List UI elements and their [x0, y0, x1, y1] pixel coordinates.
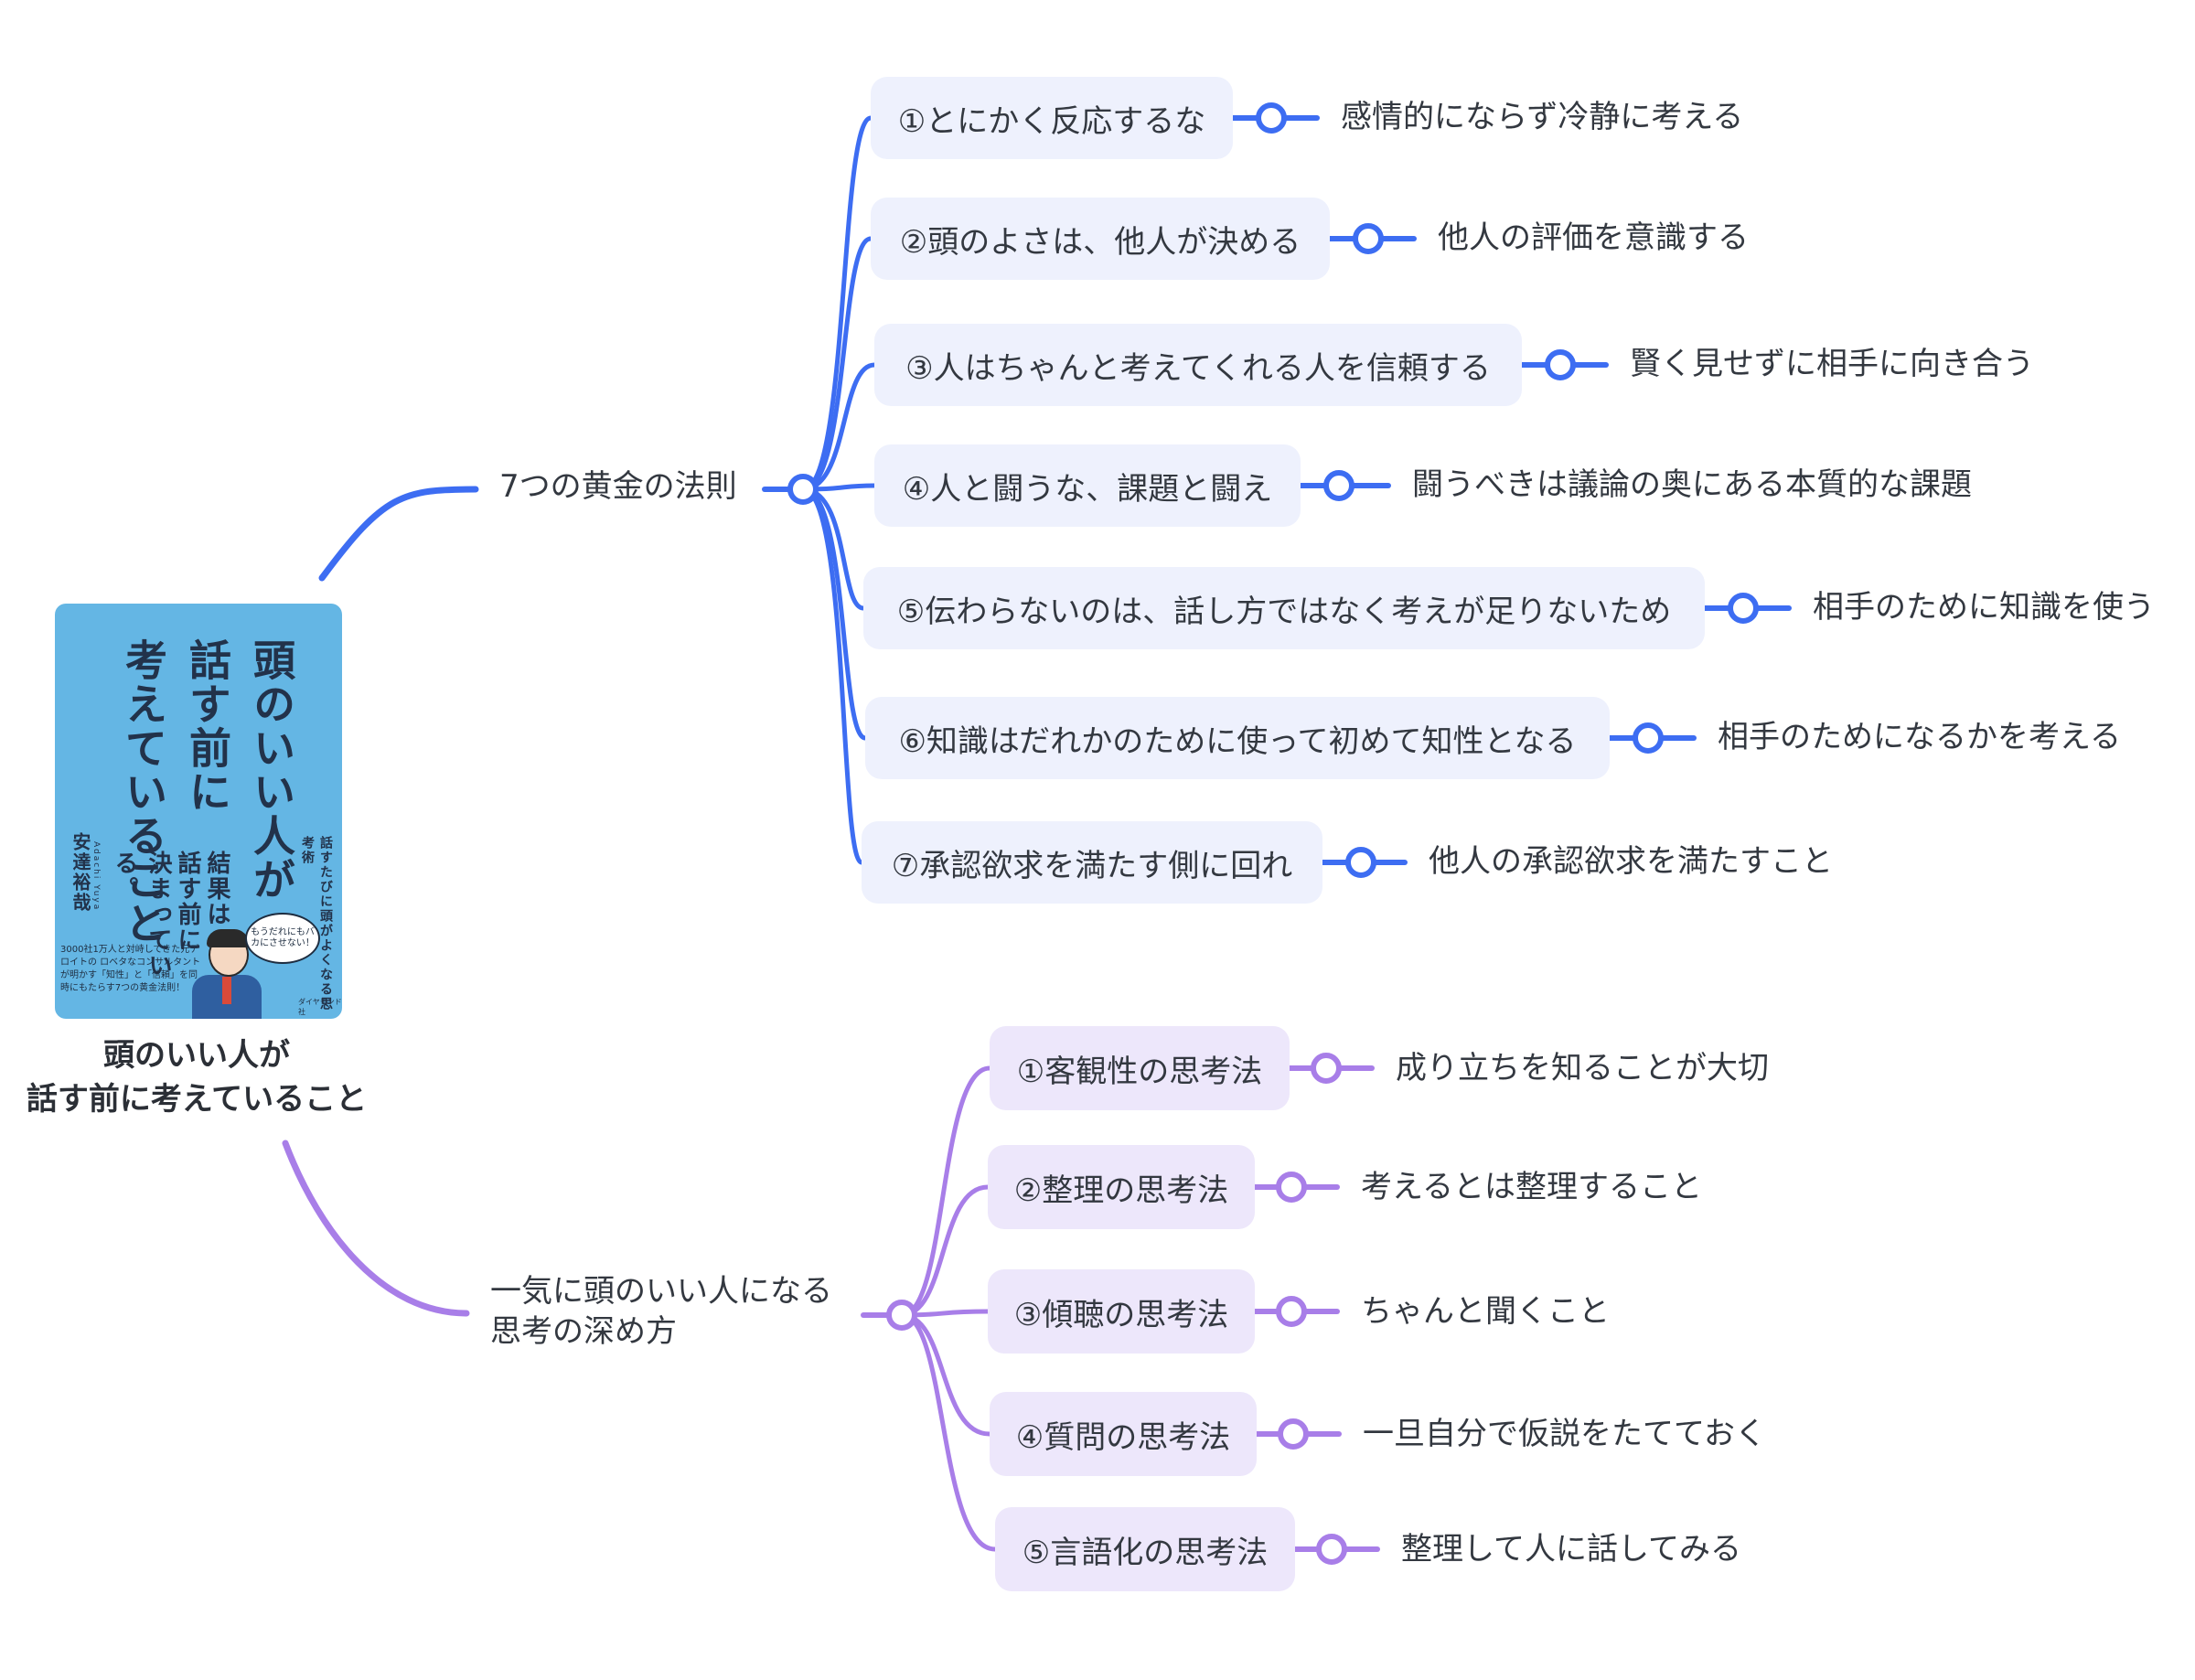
rule-node-2[interactable]: ②頭のよさは、他人が決める [871, 198, 1330, 280]
method-note-1[interactable]: 成り立ちを知ることが大切 [1396, 1050, 1769, 1086]
method-note-hub-4[interactable] [1278, 1418, 1309, 1450]
branch-label-line1: 一気に頭のいい人になる [490, 1273, 832, 1310]
rule-link-1 [800, 115, 873, 492]
root-node-title[interactable]: 頭のいい人が 話す前に考えていること [0, 1033, 393, 1121]
book-cover-title-col3: 考えていること [119, 638, 168, 946]
book-cover-publisher: ダイヤモンド社 [298, 998, 342, 1016]
rule-node-6[interactable]: ⑥知識はだれかのために使って初めて知性となる [865, 697, 1610, 779]
method-note-4[interactable]: 一旦自分で仮説をたてておく [1363, 1416, 1766, 1452]
rule-note-hub-7[interactable] [1345, 847, 1376, 878]
person-illustration-tie [222, 977, 231, 1004]
rule-note-2[interactable]: 他人の評価を意識する [1438, 219, 1749, 256]
book-cover-tagline: 3000社1万人と対峙してきた元デロイトの ロベタなコンサルタント が明かす「知… [60, 945, 201, 993]
rule-note-7[interactable]: 他人の承認欲求を満たすこと [1429, 843, 1833, 880]
method-node-4[interactable]: ④質問の思考法 [990, 1392, 1257, 1476]
book-cover-title-col1: 頭のいい人が [247, 638, 296, 902]
book-cover-subtitle-col2: 話す前に [174, 851, 201, 953]
book-cover-title-col2: 話す前に [183, 638, 232, 814]
branch-label-deep-thinking[interactable]: 一気に頭のいい人になる 思考の深め方 [490, 1271, 832, 1352]
method-note-hub-5[interactable] [1316, 1534, 1347, 1565]
rule-node-3[interactable]: ③人はちゃんと考えてくれる人を信頼する [874, 324, 1522, 406]
branch-label-golden-rules[interactable]: 7つの黄金の法則 [499, 468, 737, 505]
rule-note-1[interactable]: 感情的にならず冷静に考える [1341, 99, 1744, 135]
rule-note-hub-2[interactable] [1353, 223, 1384, 254]
method-node-2[interactable]: ②整理の思考法 [988, 1145, 1255, 1229]
rule-node-1[interactable]: ①とにかく反応するな [871, 77, 1233, 159]
root-title-line2: 話す前に考えていること [26, 1081, 368, 1118]
method-note-2[interactable]: 考えるとは整理すること [1361, 1169, 1702, 1205]
rule-node-4[interactable]: ④人と闘うな、課題と闘え [874, 444, 1301, 527]
method-note-hub-1[interactable] [1311, 1053, 1342, 1084]
book-cover-author: 安達裕哉 [70, 832, 91, 913]
method-note-hub-3[interactable] [1276, 1296, 1307, 1327]
person-illustration-hair [207, 929, 249, 947]
method-node-1[interactable]: ①客観性の思考法 [990, 1026, 1290, 1110]
rule-node-5[interactable]: ⑤伝わらないのは、話し方ではなく考えが足りないため [863, 567, 1705, 649]
rule-note-hub-5[interactable] [1728, 593, 1759, 624]
root-link-deep-thinking [282, 1140, 470, 1317]
method-node-3[interactable]: ③傾聴の思考法 [988, 1269, 1255, 1354]
deep-thinking-hub[interactable] [886, 1300, 917, 1331]
book-cover-side-text: 話すたびに頭がよくなる思考術 [300, 836, 333, 1011]
rule-note-5[interactable]: 相手のために知識を使う [1813, 589, 2155, 626]
book-cover-subtitle-col1: 結果は [203, 851, 230, 927]
rule-link-2 [800, 236, 873, 492]
rule-node-7[interactable]: ⑦承認欲求を満たす側に回れ [862, 821, 1322, 904]
method-link-5 [899, 1312, 998, 1552]
rule-link-7 [800, 487, 864, 865]
method-note-5[interactable]: 整理して人に話してみる [1401, 1531, 1741, 1568]
rule-note-hub-3[interactable] [1545, 349, 1576, 380]
book-cover-subtitle-col3: 決まっている。 [111, 851, 172, 979]
rule-note-hub-6[interactable] [1633, 722, 1664, 754]
root-link-golden-rules [318, 486, 479, 582]
rule-note-4[interactable]: 闘うべきは議論の奥にある本質的な課題 [1412, 466, 1972, 503]
rule-note-6[interactable]: 相手のためになるかを考える [1718, 719, 2121, 755]
rule-note-hub-1[interactable] [1256, 102, 1287, 134]
method-link-1 [899, 1065, 992, 1318]
root-title-line1: 頭のいい人が [103, 1037, 290, 1074]
method-node-5[interactable]: ⑤言語化の思考法 [995, 1507, 1295, 1591]
method-note-hub-2[interactable] [1276, 1172, 1307, 1203]
rule-note-3[interactable]: 賢く見せずに相手に向き合う [1630, 346, 2034, 382]
golden-rules-hub[interactable] [787, 474, 819, 505]
branch-label-line2: 思考の深め方 [490, 1313, 677, 1350]
book-cover-image[interactable]: 頭のいい人が 話す前に 考えていること 話すたびに頭がよくなる思考術 結果は 話… [55, 604, 342, 1019]
method-link-4 [899, 1312, 992, 1437]
book-cover-author-roman: Adachi Yuya [91, 841, 101, 912]
method-link-2 [899, 1184, 990, 1318]
speech-bubble: もうだれにもバカにさせない！ [245, 913, 320, 964]
rule-note-hub-4[interactable] [1323, 470, 1354, 501]
method-note-3[interactable]: ちゃんと聞くこと [1361, 1293, 1610, 1330]
